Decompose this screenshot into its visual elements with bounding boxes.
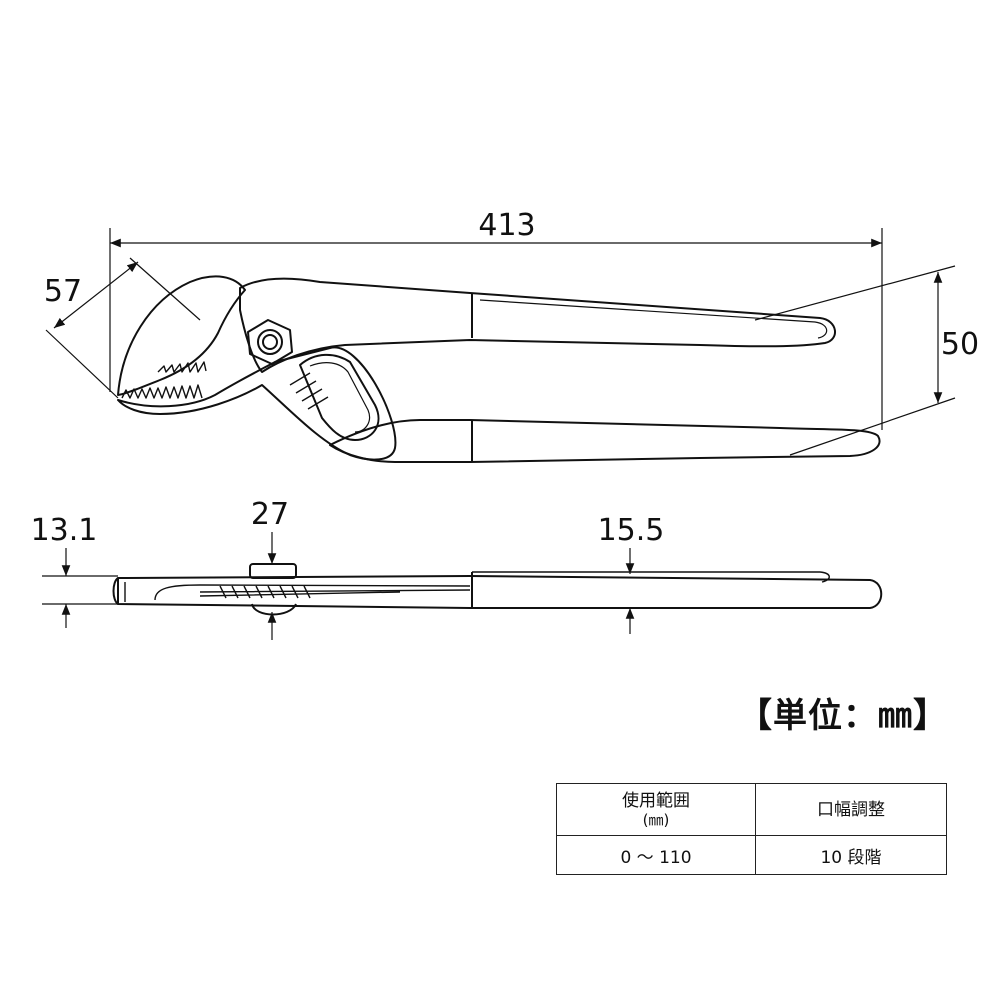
side-head-tip	[112, 577, 119, 605]
spec-header-range-unit: (㎜)	[642, 810, 670, 829]
lower-handle	[329, 419, 881, 463]
upper-jaw	[117, 275, 246, 396]
side-rack-teeth	[219, 585, 311, 599]
slot-ridges	[289, 372, 329, 410]
dimension-lines-top	[45, 228, 956, 456]
plier-side-view	[112, 563, 883, 616]
dim-handle-spread: 50	[941, 327, 979, 362]
spec-header-adjust-label: 口幅調整	[817, 799, 885, 820]
pivot-bolt-inner	[262, 334, 278, 350]
side-rack	[199, 589, 471, 597]
lower-jaw	[117, 346, 397, 461]
side-jaw-slot	[154, 584, 471, 601]
dim-nut-size: 27	[251, 497, 289, 532]
spec-table: 使用範囲 (㎜) 口幅調整 0 〜 110 10 段階	[556, 783, 947, 875]
spec-header-range: 使用範囲 (㎜)	[556, 783, 756, 836]
spec-header-adjust: 口幅調整	[755, 783, 947, 836]
jaw-teeth-upper	[157, 361, 207, 373]
side-upper-handle	[472, 571, 830, 583]
slot-inner	[309, 362, 371, 433]
dim-jaw-length: 57	[44, 274, 82, 309]
plier-top-view	[117, 275, 881, 463]
dim-handle-thickness: 15.5	[598, 513, 665, 548]
adjustment-slot	[299, 353, 380, 441]
side-nut-top	[249, 563, 297, 579]
spec-header-range-label: 使用範囲	[622, 790, 690, 811]
pivot-nut	[247, 319, 293, 365]
pivot-bolt	[257, 329, 283, 355]
side-body	[117, 575, 883, 609]
spec-value-range: 0 〜 110	[556, 835, 756, 875]
jaw-teeth	[121, 384, 203, 399]
dim-overall-length: 413	[478, 208, 535, 243]
upper-handle	[239, 277, 836, 373]
spec-value-adjust: 10 段階	[755, 835, 947, 875]
upper-handle-inner	[479, 299, 828, 339]
unit-label: 【単位：㎜】	[738, 696, 948, 736]
dim-head-thickness: 13.1	[31, 513, 98, 548]
dimension-lines-side	[42, 532, 635, 640]
